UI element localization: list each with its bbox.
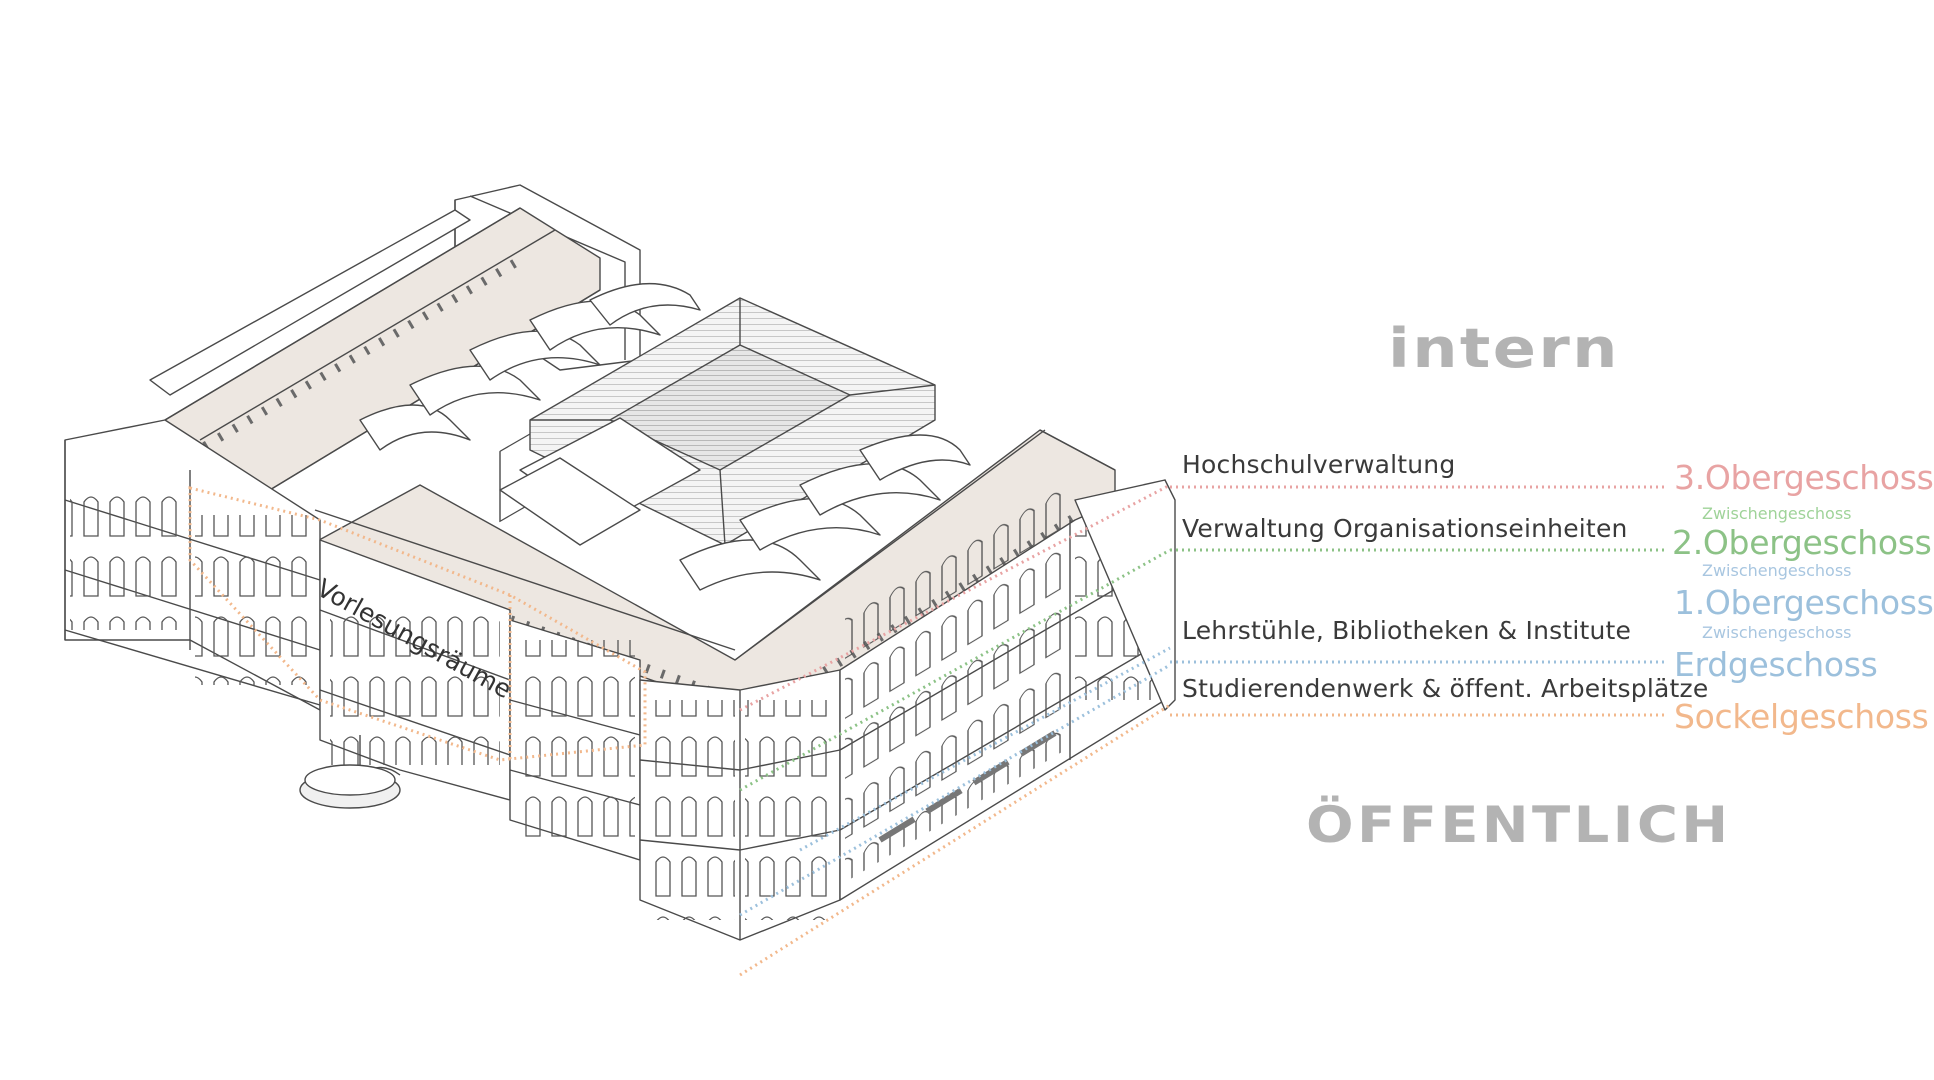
lecture-block <box>299 539 511 809</box>
floor1-label: 1.Obergeschoss <box>1674 583 1934 622</box>
courtyard-vaults-right <box>499 417 971 591</box>
floor-guides-facade <box>739 483 1171 977</box>
floor3-label: 3.Obergeschoss <box>1674 458 1934 497</box>
use-floor1: Lehrstühle, Bibliotheken & Institute <box>1182 616 1632 645</box>
ground-facade-line <box>739 663 1171 917</box>
mid-facade <box>509 619 641 861</box>
intern-label: intern <box>1388 317 1620 380</box>
mezzanine-label-3: Zwischengeschoss <box>1702 623 1852 642</box>
basement-facade-line <box>739 703 1171 977</box>
public-label: ÖFFENTLICH <box>1306 796 1732 854</box>
use-floor2: Verwaltung Organisationseinheiten <box>1182 514 1628 543</box>
mezzanine-label-2: Zwischengeschoss <box>1702 561 1852 580</box>
ground-floor-label: Erdgeschoss <box>1674 645 1878 684</box>
use-floor3: Hochschulverwaltung <box>1182 450 1456 479</box>
building-drawing <box>64 184 1176 941</box>
mezzanine-label-1: Zwischengeschoss <box>1702 504 1852 523</box>
left-facade <box>64 419 321 711</box>
use-ground: Studierendenwerk & öffent. Arbeitsplätze <box>1182 674 1709 703</box>
basement-label: Sockelgeschoss <box>1674 697 1929 736</box>
floor2-label: 2.Obergeschoss <box>1672 523 1932 562</box>
corner-pavilion <box>639 669 841 941</box>
floor2-facade-line <box>739 548 1171 792</box>
floor1-facade-line <box>799 646 1171 852</box>
floor-leaders <box>1170 485 1665 717</box>
